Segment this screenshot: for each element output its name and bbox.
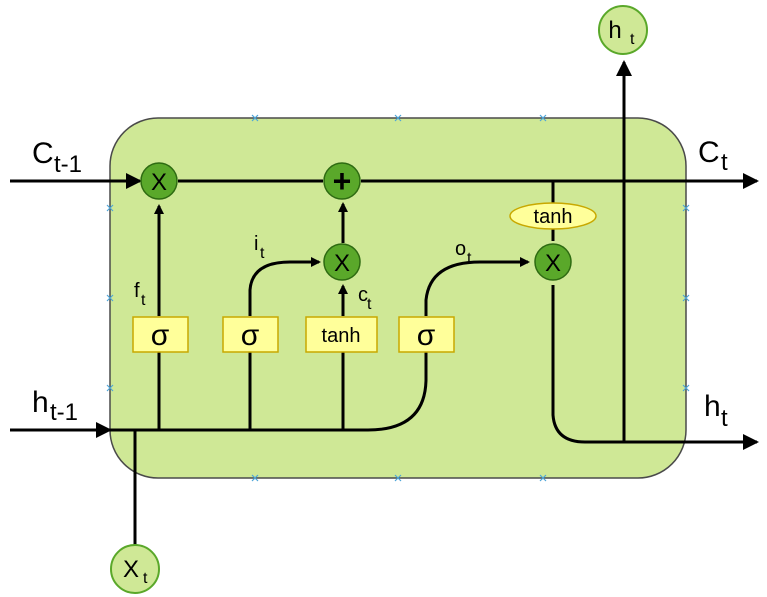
svg-text:t: t [141, 292, 146, 309]
output-mult-op: X [534, 243, 572, 281]
c-prev-label: C t-1 [32, 137, 82, 178]
svg-text:t-1: t-1 [54, 151, 82, 178]
svg-text:t-1: t-1 [50, 399, 78, 426]
svg-text:t: t [260, 245, 265, 262]
svg-text:c: c [358, 284, 368, 306]
selection-handles [106, 114, 690, 482]
input-to-mult [248, 257, 321, 316]
add-op: + [323, 162, 361, 200]
output-gate: σ [398, 316, 455, 353]
h-prev-label: h t-1 [32, 386, 78, 426]
h-out-label: h t [704, 390, 728, 432]
input-mult-op: X [323, 243, 361, 281]
svg-text:σ: σ [241, 319, 260, 352]
forget-mult-op: X [140, 162, 178, 200]
svg-text:h: h [608, 17, 621, 44]
svg-text:o: o [455, 238, 466, 260]
connections [10, 60, 759, 545]
svg-text:X: X [334, 250, 350, 277]
svg-text:+: + [333, 163, 352, 199]
svg-text:σ: σ [417, 319, 436, 352]
svg-text:h: h [704, 390, 721, 423]
svg-text:t: t [143, 570, 148, 587]
f-label: f t [134, 280, 146, 309]
candidate-gate: tanh [305, 316, 378, 353]
output-down [551, 285, 759, 450]
forget-gate: σ [132, 316, 189, 353]
svg-text:tanh: tanh [534, 206, 573, 228]
i-label: i t [254, 233, 265, 262]
svg-text:σ: σ [151, 319, 170, 352]
output-to-mult [424, 257, 530, 316]
c-cand-label: c t [358, 284, 372, 313]
svg-text:C: C [698, 136, 720, 169]
svg-text:t: t [367, 296, 372, 313]
svg-text:t: t [721, 405, 728, 432]
svg-text:f: f [134, 280, 140, 302]
svg-text:h: h [32, 386, 49, 419]
svg-text:i: i [254, 233, 258, 255]
h-top-node: h t [598, 5, 648, 55]
svg-text:X: X [151, 169, 167, 196]
o-label: o t [455, 238, 472, 267]
svg-text:X: X [545, 250, 561, 277]
svg-text:t: t [467, 250, 472, 267]
x-input-node: X t [110, 544, 160, 594]
svg-text:t: t [630, 31, 635, 48]
tanh-cell-op: tanh [509, 202, 597, 230]
svg-text:t: t [721, 149, 728, 176]
c-out-label: C t [698, 136, 728, 176]
bottom-bus [110, 349, 428, 432]
svg-text:C: C [32, 137, 54, 170]
svg-text:X: X [123, 556, 139, 583]
input-gate: σ [222, 316, 279, 353]
svg-text:tanh: tanh [322, 325, 361, 347]
